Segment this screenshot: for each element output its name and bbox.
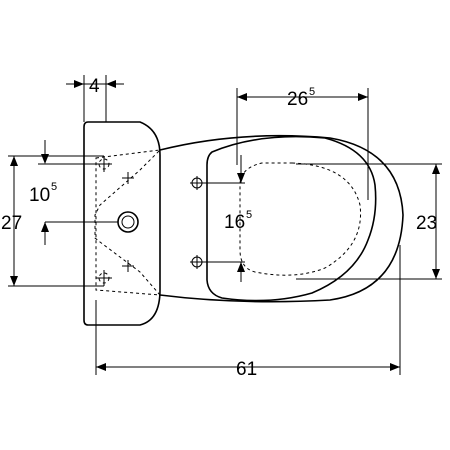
dimension-23: 23 <box>296 163 442 280</box>
dimension-26-5-superscript: 5 <box>309 86 315 98</box>
hinge-hole-top <box>190 176 204 190</box>
fixing-hole-bottom-right <box>122 260 134 272</box>
hinge-hole-bottom <box>190 255 204 269</box>
inner-bowl-dashed <box>239 162 362 276</box>
dimension-26-5-label: 26 <box>287 89 308 110</box>
dimension-16-5-label: 16 <box>224 212 245 233</box>
dimension-10-5-superscript: 5 <box>51 181 57 193</box>
outlet-circle <box>117 211 139 233</box>
dimension-16-5: 16 5 <box>224 155 252 282</box>
dimension-4-label: 4 <box>89 76 100 97</box>
mounting-outline-dashed <box>94 149 162 296</box>
dimension-4: 4 <box>66 75 124 122</box>
dimension-26-5: 26 5 <box>236 86 369 200</box>
fixing-hole-bottom-left <box>96 270 112 286</box>
dimension-61-label: 61 <box>236 359 257 380</box>
dimension-27: 27 <box>1 155 104 287</box>
cistern-outline <box>83 121 161 326</box>
dimension-16-5-superscript: 5 <box>246 209 252 221</box>
dimension-10-5: 10 5 <box>29 140 118 245</box>
dimension-27-label: 27 <box>1 213 22 234</box>
dimension-61: 61 <box>95 245 401 380</box>
seat-outline <box>206 135 377 302</box>
outlet-inner-circle <box>121 215 135 229</box>
dimension-10-5-label: 10 <box>29 185 50 206</box>
bowl-outline <box>159 134 404 303</box>
dimension-23-label: 23 <box>416 213 437 234</box>
fixing-hole-top-right <box>122 172 134 184</box>
